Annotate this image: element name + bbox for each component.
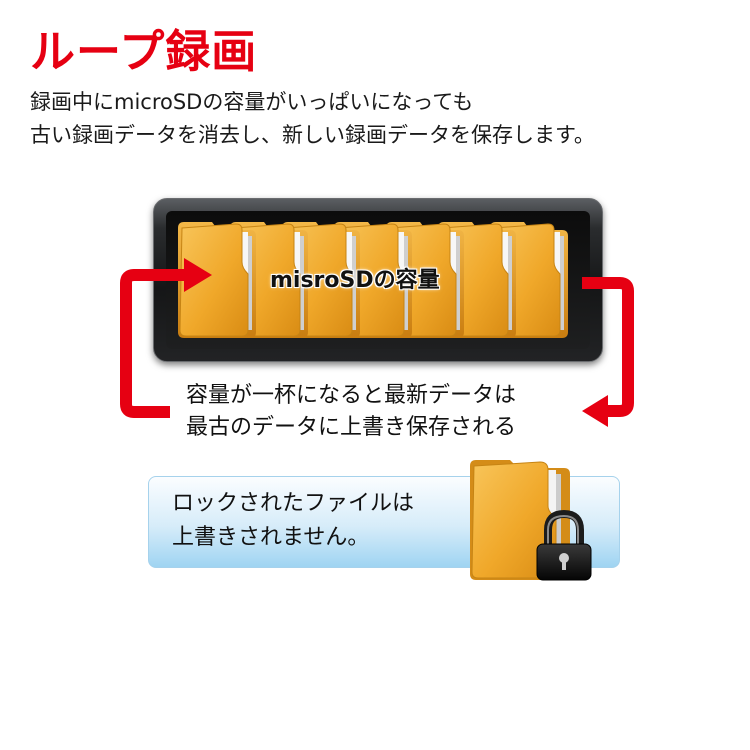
page-title: ループ録画: [30, 25, 258, 78]
page-description: 録画中にmicroSDの容量がいっぱいになっても 古い録画データを消去し、新しい…: [30, 86, 595, 152]
description-line-1: 録画中にmicroSDの容量がいっぱいになっても: [30, 90, 474, 114]
lock-notice-line-2: 上書きされません。: [172, 525, 370, 550]
loop-caption-line-1: 容量が一杯になると最新データは: [186, 383, 517, 408]
description-line-2: 古い録画データを消去し、新しい録画データを保存します。: [30, 123, 595, 147]
loop-caption: 容量が一杯になると最新データは 最古のデータに上書き保存される: [186, 380, 516, 444]
lock-notice-text: ロックされたファイルは 上書きされません。: [172, 487, 414, 555]
capacity-label: misroSDの容量: [270, 268, 440, 293]
lock-notice-line-1: ロックされたファイルは: [172, 491, 415, 516]
loop-caption-line-2: 最古のデータに上書き保存される: [186, 415, 517, 440]
padlock-icon: [536, 509, 592, 581]
